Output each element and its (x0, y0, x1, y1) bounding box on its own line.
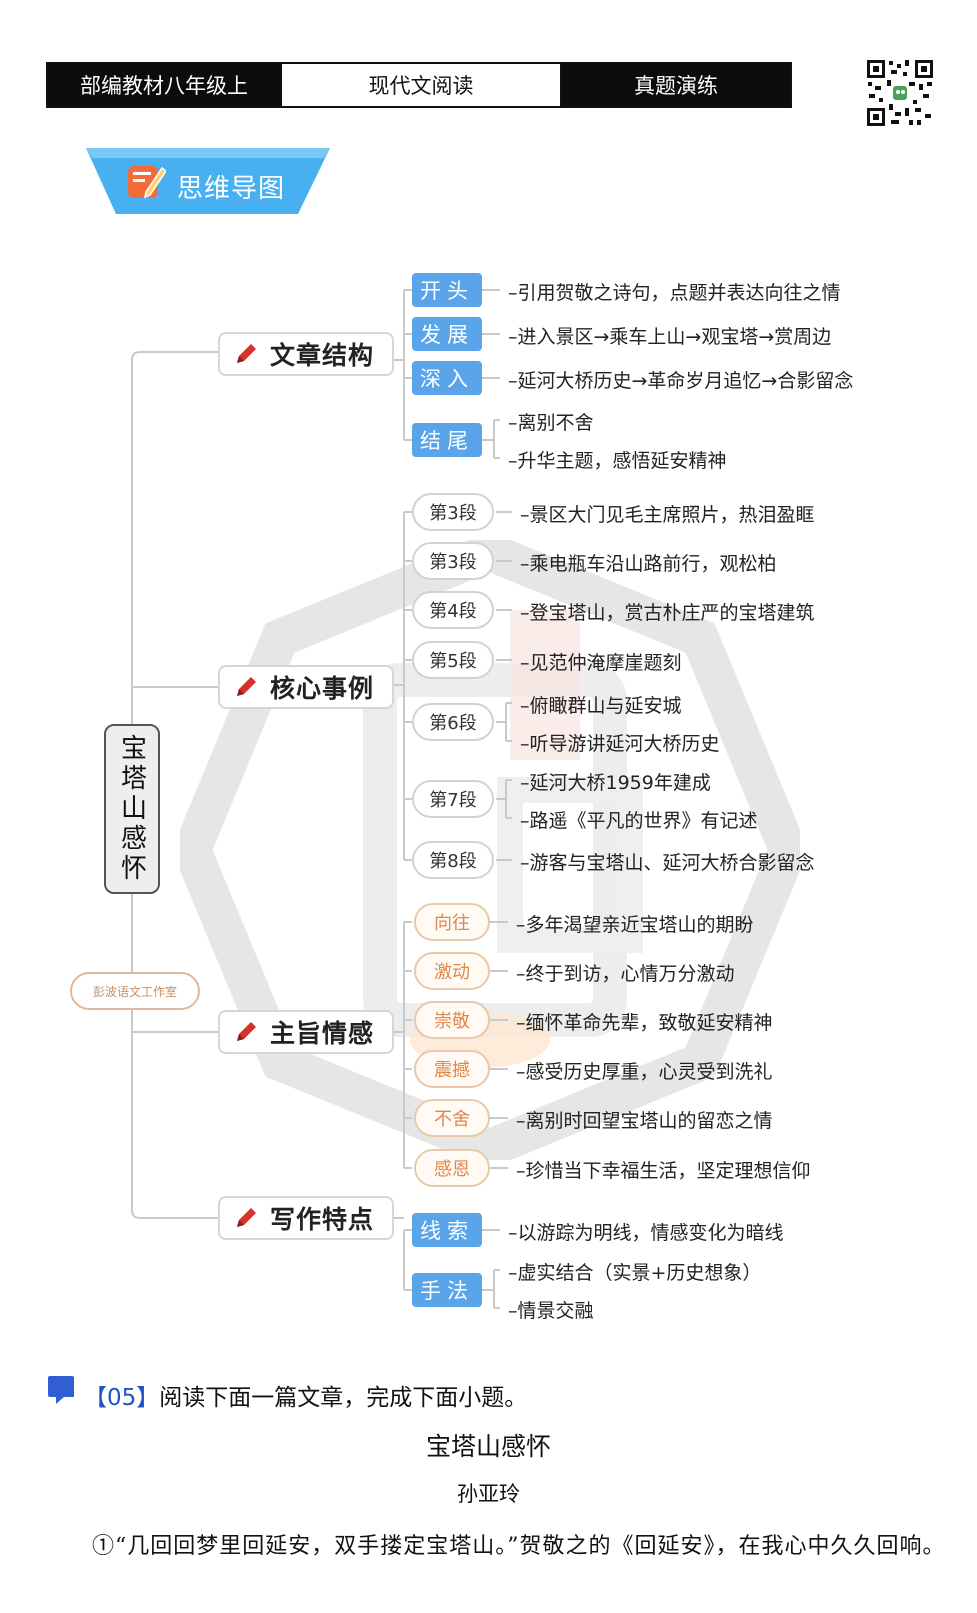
mindmap-root: 宝塔山感怀 (104, 724, 160, 894)
pencil-icon (237, 1208, 256, 1227)
event-tag: 第5段 (412, 641, 494, 679)
header-practice: 真题演练 (560, 62, 792, 108)
event-tag: 第8段 (412, 841, 494, 879)
branch-events-label: 核心事例 (270, 674, 375, 703)
studio-stamp: 彭波语文工作室 (70, 972, 200, 1010)
structure-tag: 结尾 (412, 423, 482, 457)
event-text: –景区大门见毛主席照片，热泪盈眶 (520, 504, 815, 526)
emotion-tag: 不舍 (414, 1099, 490, 1137)
emotion-tag: 震撼 (414, 1050, 490, 1088)
question-prompt: 阅读下面一篇文章，完成下面小题。 (159, 1385, 528, 1411)
qr-code-icon (865, 58, 935, 128)
bookmark-icon (48, 1376, 74, 1404)
structure-text: –延河大桥历史→革命岁月追忆→合影留念 (508, 370, 854, 392)
emotion-tag: 感恩 (414, 1149, 490, 1187)
branch-structure: 文章结构 (218, 332, 394, 376)
branch-emotion-label: 主旨情感 (270, 1019, 375, 1048)
pencil-icon (237, 344, 256, 363)
emotion-tag: 激动 (414, 952, 490, 990)
writing-text: –虚实结合（实景+历史想象） (508, 1262, 762, 1284)
event-tag: 第3段 (412, 493, 494, 531)
header-textbook-label: 部编教材八年级上 (80, 74, 248, 98)
emotion-text: –离别时回望宝塔山的留恋之情 (516, 1110, 773, 1132)
writing-tag: 手法 (412, 1273, 482, 1307)
emotion-text: –感受历史厚重，心灵受到洗礼 (516, 1061, 773, 1083)
writing-tag: 线索 (412, 1213, 482, 1247)
event-text: –乘电瓶车沿山路前行，观松柏 (520, 553, 777, 575)
article-title: 宝塔山感怀 (425, 1432, 551, 1461)
branch-structure-label: 文章结构 (270, 341, 375, 370)
structure-text: –离别不舍 (508, 412, 594, 434)
question-number: 【05】 (84, 1385, 160, 1411)
structure-text: –引用贺敬之诗句，点题并表达向往之情 (508, 282, 841, 304)
header-section: 现代文阅读 (280, 62, 562, 108)
emotion-text: –珍惜当下幸福生活，坚定理想信仰 (516, 1160, 811, 1182)
branch-writing: 写作特点 (218, 1196, 394, 1240)
mindmap-root-label: 宝塔山感怀 (116, 734, 147, 884)
event-text: –听导游讲延河大桥历史 (520, 733, 720, 755)
writing-text: –情景交融 (508, 1300, 594, 1322)
event-text: –见范仲淹摩崖题刻 (520, 652, 682, 674)
branch-events: 核心事例 (218, 665, 394, 709)
header-section-label: 现代文阅读 (368, 74, 474, 98)
branch-emotion: 主旨情感 (218, 1010, 394, 1054)
structure-text: –进入景区→乘车上山→观宝塔→赏周边 (508, 326, 832, 348)
structure-text: –升华主题，感悟延安精神 (508, 450, 727, 472)
header-practice-label: 真题演练 (634, 74, 718, 98)
emotion-tag: 向往 (414, 903, 490, 941)
event-text: –登宝塔山，赏古朴庄严的宝塔建筑 (520, 602, 815, 624)
mindmap-banner-label: 思维导图 (177, 174, 286, 204)
header-textbook: 部编教材八年级上 (46, 62, 282, 108)
emotion-text: –缅怀革命先辈，致敬延安精神 (516, 1012, 773, 1034)
event-text: –游客与宝塔山、延河大桥合影留念 (520, 852, 815, 874)
structure-tag: 发展 (412, 317, 482, 351)
note-edit-icon (128, 166, 166, 199)
event-text: –延河大桥1959年建成 (520, 772, 711, 794)
event-tag: 第4段 (412, 591, 494, 629)
emotion-text: –终于到访，心情万分激动 (516, 963, 735, 985)
article-paragraph: ①“几回回梦里回延安，双手搂定宝塔山。”贺敬之的《回延安》，在我心中久久回响。 (92, 1534, 946, 1559)
pencil-icon (237, 677, 256, 696)
event-tag: 第7段 (412, 780, 494, 818)
article-author: 孙亚玲 (457, 1482, 520, 1506)
structure-tag: 开头 (412, 273, 482, 307)
question-line: 【05】阅读下面一篇文章，完成下面小题。 (84, 1378, 527, 1412)
structure-tag: 深入 (412, 361, 482, 395)
event-tag: 第6段 (412, 703, 494, 741)
writing-text: –以游踪为明线，情感变化为暗线 (508, 1222, 784, 1244)
pencil-icon (237, 1022, 256, 1041)
emotion-tag: 崇敬 (414, 1001, 490, 1039)
emotion-text: –多年渴望亲近宝塔山的期盼 (516, 914, 754, 936)
event-text: –俯瞰群山与延安城 (520, 695, 682, 717)
branch-writing-label: 写作特点 (270, 1205, 375, 1234)
event-tag: 第3段 (412, 542, 494, 580)
event-text: –路遥《平凡的世界》有记述 (520, 810, 758, 832)
